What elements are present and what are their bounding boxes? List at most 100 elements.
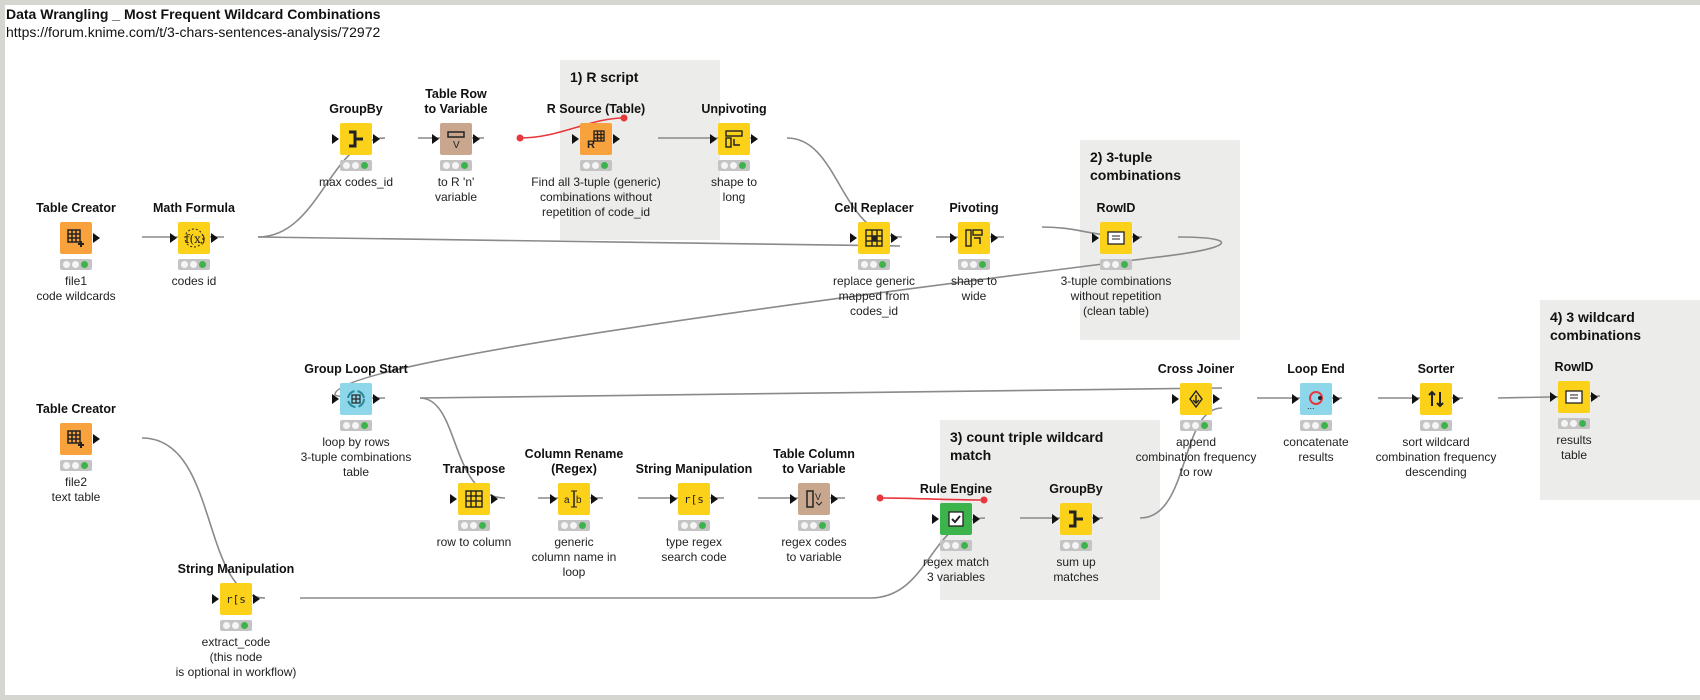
- status-light: [452, 162, 459, 169]
- node-name: Cell Replacer: [834, 201, 914, 215]
- input-port[interactable]: [710, 134, 717, 144]
- output-port[interactable]: [831, 494, 838, 504]
- output-port[interactable]: [991, 233, 998, 243]
- status-light: [861, 261, 868, 268]
- input-port[interactable]: [670, 494, 677, 504]
- status-light: [223, 622, 230, 629]
- input-port[interactable]: [950, 233, 957, 243]
- input-port[interactable]: [1172, 394, 1179, 404]
- output-port[interactable]: [373, 394, 380, 404]
- status-light: [952, 542, 959, 549]
- svg-text:r[s]: r[s]: [684, 493, 705, 506]
- output-port[interactable]: [93, 434, 100, 444]
- table-creator-icon[interactable]: [60, 423, 92, 455]
- output-port[interactable]: [711, 494, 718, 504]
- output-port[interactable]: [1333, 394, 1340, 404]
- node-annotation: sum up matches: [1053, 555, 1099, 584]
- rowid-icon[interactable]: [1100, 222, 1132, 254]
- node-name: GroupBy: [1049, 482, 1103, 496]
- node-annotation: extract_code (this node is optional in w…: [175, 635, 297, 679]
- loop-start-icon[interactable]: [340, 383, 372, 415]
- output-port[interactable]: [1213, 394, 1220, 404]
- node-name: Sorter: [1417, 362, 1455, 376]
- rowid-icon[interactable]: [1558, 381, 1590, 413]
- groupby-icon[interactable]: [340, 123, 372, 155]
- input-port[interactable]: [212, 594, 219, 604]
- sorter-icon[interactable]: [1420, 383, 1452, 415]
- input-port[interactable]: [332, 134, 339, 144]
- output-port[interactable]: [1453, 394, 1460, 404]
- node-name: Transpose: [442, 462, 506, 476]
- node-name: Column Rename (Regex): [524, 447, 624, 476]
- cross-joiner-icon[interactable]: [1180, 383, 1212, 415]
- output-port[interactable]: [253, 594, 260, 604]
- status-light: [970, 261, 977, 268]
- annotation-count-match[interactable]: 3) count triple wildcard match: [940, 420, 1160, 600]
- output-port[interactable]: [973, 514, 980, 524]
- transpose-icon[interactable]: [458, 483, 490, 515]
- node-annotation: generic column name in loop: [531, 535, 617, 579]
- output-port[interactable]: [591, 494, 598, 504]
- groupby-icon[interactable]: [1060, 503, 1092, 535]
- string-manipulation-icon[interactable]: r[s]: [220, 583, 252, 615]
- cell-replacer-icon[interactable]: [858, 222, 890, 254]
- node-status-traffic-light: [1558, 418, 1590, 429]
- output-port[interactable]: [373, 134, 380, 144]
- output-port[interactable]: [891, 233, 898, 243]
- status-executed-light: [1121, 261, 1128, 268]
- status-light: [352, 422, 359, 429]
- loop-end-icon[interactable]: ...: [1300, 383, 1332, 415]
- rule-engine-icon[interactable]: [940, 503, 972, 535]
- status-light: [470, 522, 477, 529]
- node-annotation: to R 'n' variable: [434, 175, 478, 204]
- output-port[interactable]: [491, 494, 498, 504]
- output-port[interactable]: [613, 134, 620, 144]
- status-executed-light: [579, 522, 586, 529]
- column-to-variable-icon[interactable]: V: [798, 483, 830, 515]
- unpivot-icon[interactable]: [718, 123, 750, 155]
- output-port[interactable]: [1591, 392, 1598, 402]
- input-port[interactable]: [170, 233, 177, 243]
- svg-text:V: V: [815, 492, 821, 502]
- math-formula-icon[interactable]: f(x): [178, 222, 210, 254]
- row-to-variable-icon[interactable]: V: [440, 123, 472, 155]
- node-name: R Source (Table): [546, 102, 646, 116]
- output-port[interactable]: [1093, 514, 1100, 524]
- input-port[interactable]: [1092, 233, 1099, 243]
- input-port[interactable]: [1412, 394, 1419, 404]
- node-name: Math Formula: [153, 201, 235, 215]
- status-light: [72, 462, 79, 469]
- node-annotation: append combination frequency to row: [1135, 435, 1257, 479]
- input-port[interactable]: [450, 494, 457, 504]
- variable-port: [620, 114, 628, 122]
- status-light: [561, 522, 568, 529]
- input-port[interactable]: [932, 514, 939, 524]
- input-port[interactable]: [790, 494, 797, 504]
- input-port[interactable]: [1052, 514, 1059, 524]
- input-port[interactable]: [850, 233, 857, 243]
- input-port[interactable]: [550, 494, 557, 504]
- status-light: [870, 261, 877, 268]
- output-port[interactable]: [211, 233, 218, 243]
- status-executed-light: [819, 522, 826, 529]
- output-port[interactable]: [473, 134, 480, 144]
- input-port[interactable]: [1550, 392, 1557, 402]
- status-light: [943, 542, 950, 549]
- r-source-icon[interactable]: R: [580, 123, 612, 155]
- output-port[interactable]: [751, 134, 758, 144]
- status-light: [592, 162, 599, 169]
- table-creator-icon[interactable]: [60, 222, 92, 254]
- pivot-icon[interactable]: [958, 222, 990, 254]
- input-port[interactable]: [572, 134, 579, 144]
- input-port[interactable]: [332, 394, 339, 404]
- output-port[interactable]: [1133, 233, 1140, 243]
- node-status-traffic-light: [678, 520, 710, 531]
- string-manipulation-icon[interactable]: r[s]: [678, 483, 710, 515]
- annotation-wildcard-combinations[interactable]: 4) 3 wildcard combinations: [1540, 300, 1700, 500]
- connection: [257, 236, 901, 247]
- output-port[interactable]: [93, 233, 100, 243]
- input-port[interactable]: [1292, 394, 1299, 404]
- input-port[interactable]: [432, 134, 439, 144]
